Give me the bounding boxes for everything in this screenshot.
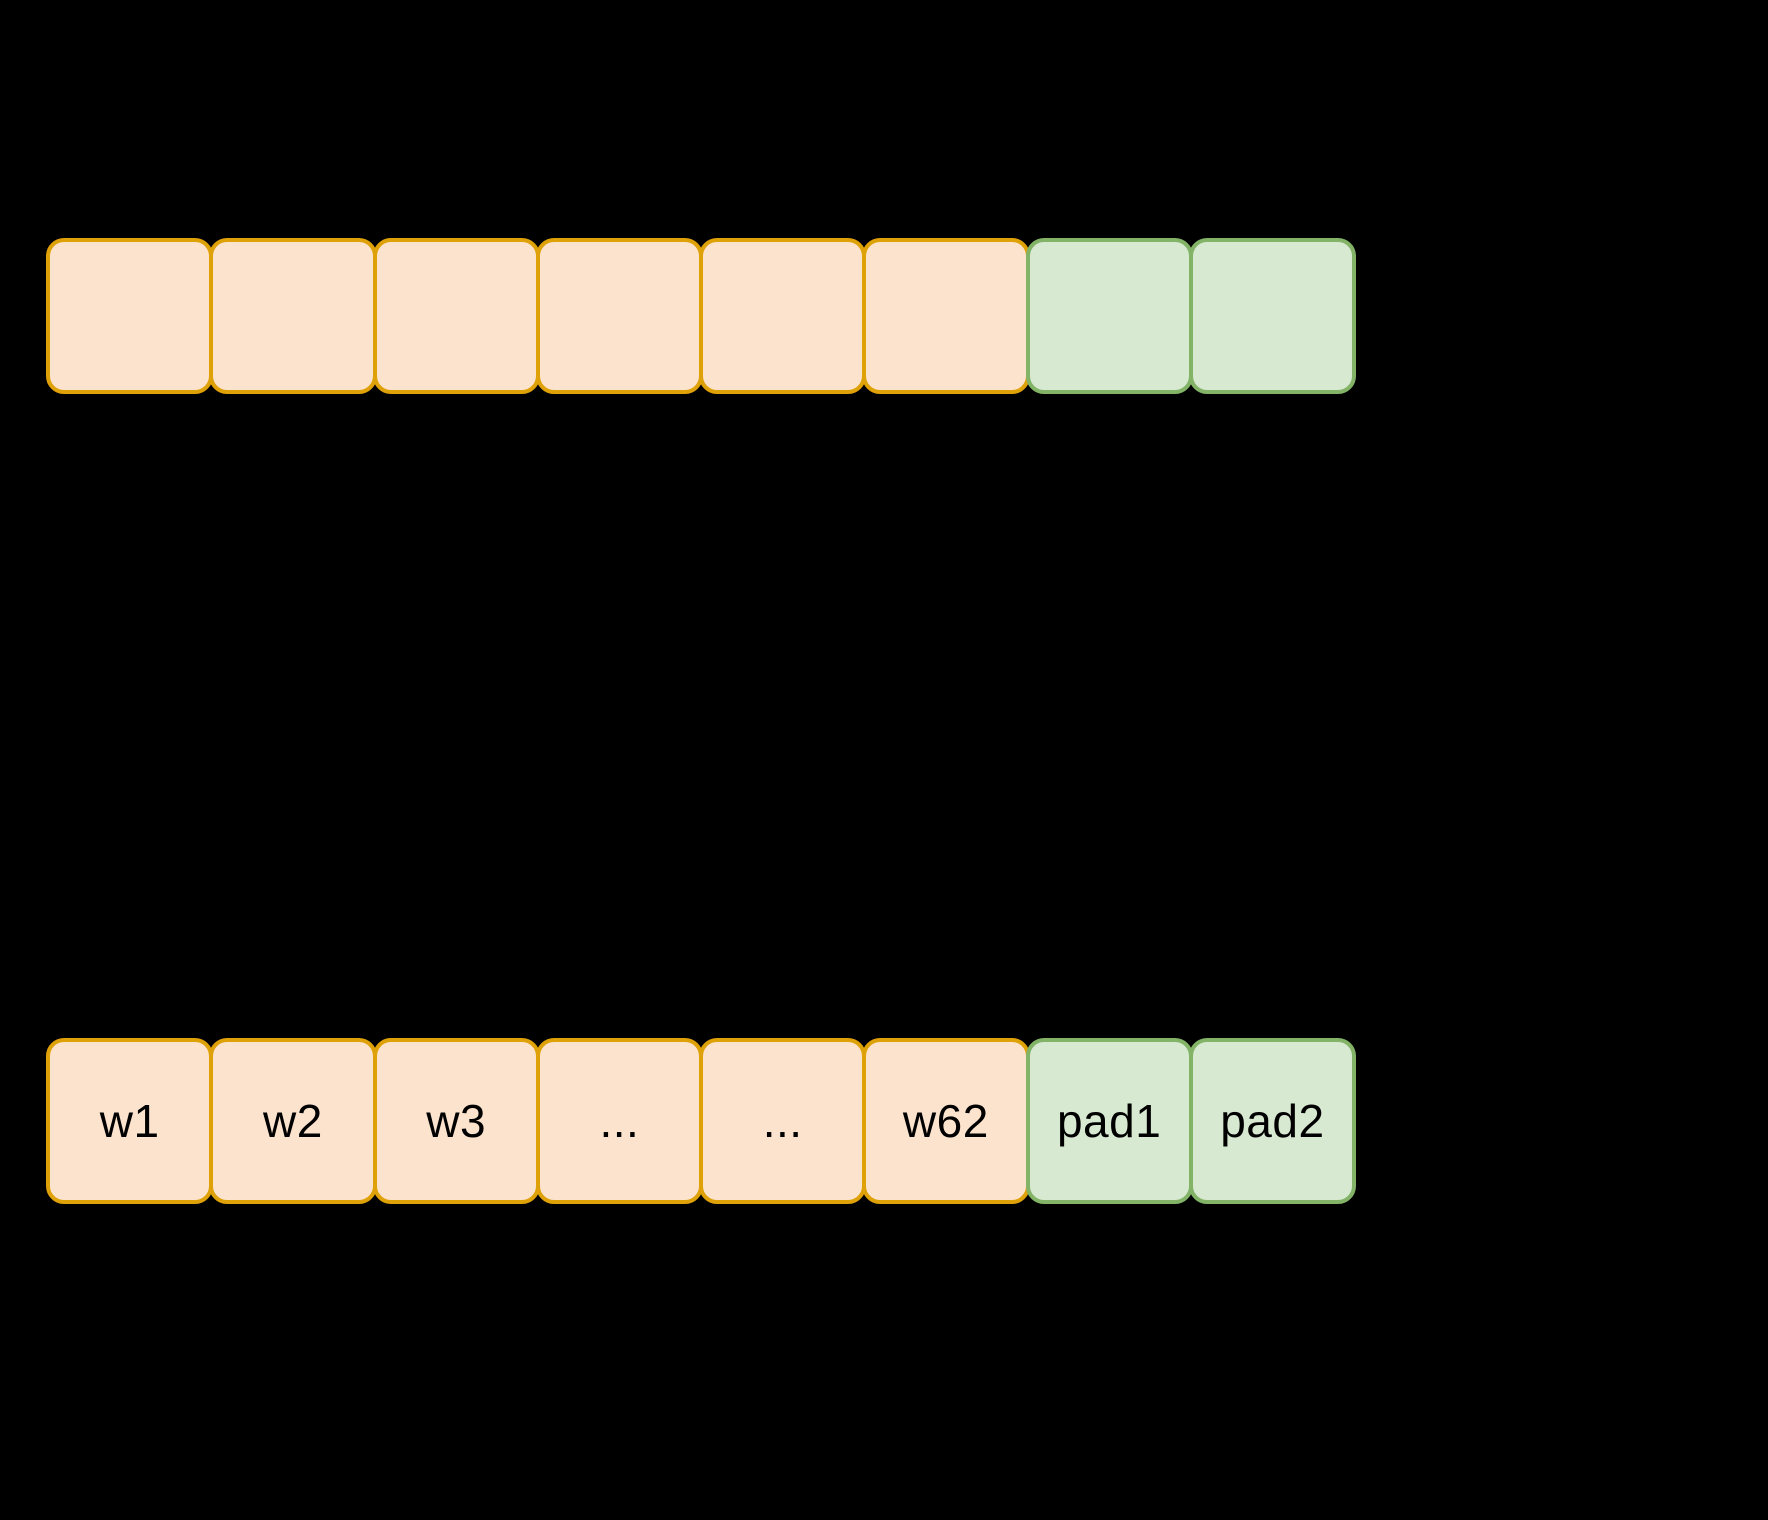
token-cell-w1[interactable]: w1: [46, 1038, 214, 1204]
token-cell[interactable]: [862, 238, 1030, 394]
token-label: w2: [262, 1095, 323, 1147]
token-cell-w3[interactable]: w3: [372, 1038, 540, 1204]
pad-cell[interactable]: [1188, 238, 1356, 394]
token-label: w3: [426, 1095, 487, 1147]
token-cell[interactable]: [535, 238, 703, 394]
token-label: ...: [599, 1095, 640, 1147]
unlabeled-token-row: [46, 238, 1356, 394]
token-cell-ellipsis-1[interactable]: ...: [535, 1038, 703, 1204]
token-label: w1: [99, 1095, 160, 1147]
token-cell-ellipsis-2[interactable]: ...: [699, 1038, 867, 1204]
token-cell[interactable]: [699, 238, 867, 394]
token-label: w62: [902, 1095, 989, 1147]
token-cell-w2[interactable]: w2: [209, 1038, 377, 1204]
token-label: ...: [762, 1095, 803, 1147]
token-label: pad1: [1056, 1095, 1162, 1147]
token-cell[interactable]: [46, 238, 214, 394]
pad-cell-pad1[interactable]: pad1: [1025, 1038, 1193, 1204]
token-cell-w62[interactable]: w62: [862, 1038, 1030, 1204]
pad-cell-pad2[interactable]: pad2: [1188, 1038, 1356, 1204]
token-cell[interactable]: [209, 238, 377, 394]
labeled-token-row: w1 w2 w3 ... ... w62 pad1 pad2: [46, 1038, 1356, 1204]
token-label: pad2: [1220, 1095, 1325, 1147]
token-cell[interactable]: [372, 238, 540, 394]
pad-cell[interactable]: [1025, 238, 1193, 394]
